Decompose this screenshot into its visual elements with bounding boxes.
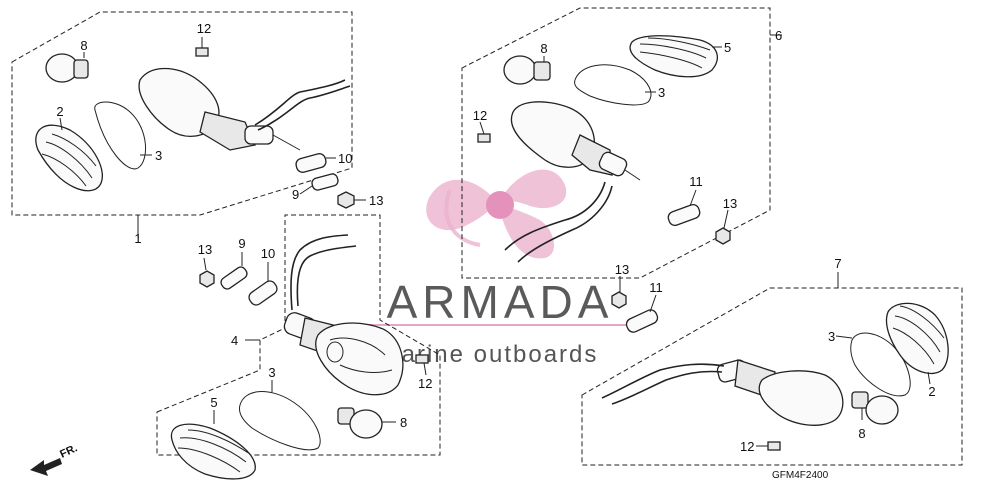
assembly-7: 7 13 11 3 2 8 12 xyxy=(581,256,963,466)
assembly-1: 1 8 2 3 12 10 9 13 xyxy=(11,11,383,246)
label-5: 5 xyxy=(724,40,731,55)
indicator-housing xyxy=(283,312,404,396)
nut xyxy=(611,291,627,309)
label-5: 5 xyxy=(210,395,217,410)
nut xyxy=(337,191,355,209)
label-9: 9 xyxy=(292,187,299,202)
label-12: 12 xyxy=(740,439,754,454)
label-3: 3 xyxy=(828,329,835,344)
bulb xyxy=(503,55,551,85)
label-12: 12 xyxy=(418,376,432,391)
nut xyxy=(715,227,731,245)
assembly-1-frame xyxy=(11,11,353,216)
label-4: 4 xyxy=(231,333,238,348)
label-3: 3 xyxy=(155,148,162,163)
label-10: 10 xyxy=(261,246,275,261)
front-direction-arrow: FR. xyxy=(30,442,79,476)
plate xyxy=(248,280,278,306)
plate xyxy=(295,153,327,173)
assembly-4-frame xyxy=(156,214,441,456)
front-label: FR. xyxy=(58,442,79,460)
label-12: 12 xyxy=(197,21,211,36)
indicator-housing xyxy=(138,67,301,151)
lens xyxy=(885,302,949,375)
label-13: 13 xyxy=(615,262,629,277)
label-6: 6 xyxy=(775,28,782,43)
label-12: 12 xyxy=(473,108,487,123)
plate xyxy=(625,309,659,333)
lens xyxy=(170,423,256,480)
label-10: 10 xyxy=(338,151,352,166)
label-8: 8 xyxy=(80,38,87,53)
watermark-logo xyxy=(426,169,567,259)
gasket xyxy=(850,332,911,397)
assembly-6-frame xyxy=(461,7,771,279)
assembly-4: 13 9 10 4 12 3 5 8 xyxy=(156,214,441,480)
label-13: 13 xyxy=(369,193,383,208)
screw xyxy=(767,441,781,451)
label-8: 8 xyxy=(858,426,865,441)
nut xyxy=(199,270,215,288)
label-8: 8 xyxy=(540,41,547,56)
screw xyxy=(195,47,209,57)
label-3: 3 xyxy=(268,365,275,380)
label-2: 2 xyxy=(928,384,935,399)
indicator-housing xyxy=(716,359,844,426)
label-3: 3 xyxy=(658,85,665,100)
bulb xyxy=(337,407,383,439)
label-9: 9 xyxy=(238,236,245,251)
gasket xyxy=(239,391,321,451)
label-1: 1 xyxy=(134,231,141,246)
screw xyxy=(477,133,491,143)
indicator-housing xyxy=(510,101,641,181)
plate xyxy=(667,203,701,227)
label-7: 7 xyxy=(834,256,841,271)
label-2: 2 xyxy=(56,104,63,119)
lens xyxy=(629,35,718,78)
assembly-6: 6 8 5 3 12 11 13 xyxy=(461,7,782,279)
lens xyxy=(35,124,103,192)
label-13: 13 xyxy=(723,196,737,211)
diagram-code: GFM4F2400 xyxy=(772,470,829,481)
assembly-7-frame xyxy=(581,287,963,466)
watermark-tagline: arine outboards xyxy=(402,341,599,368)
screw xyxy=(415,354,429,364)
bulb xyxy=(851,391,899,425)
label-11: 11 xyxy=(689,174,703,189)
washer xyxy=(220,266,248,290)
washer xyxy=(311,173,339,191)
gasket xyxy=(574,64,652,106)
label-8: 8 xyxy=(400,415,407,430)
gasket xyxy=(94,101,147,170)
label-13: 13 xyxy=(198,242,212,257)
label-11: 11 xyxy=(649,280,663,295)
bulb xyxy=(45,53,89,83)
watermark-brand: ARMADA xyxy=(387,276,614,328)
